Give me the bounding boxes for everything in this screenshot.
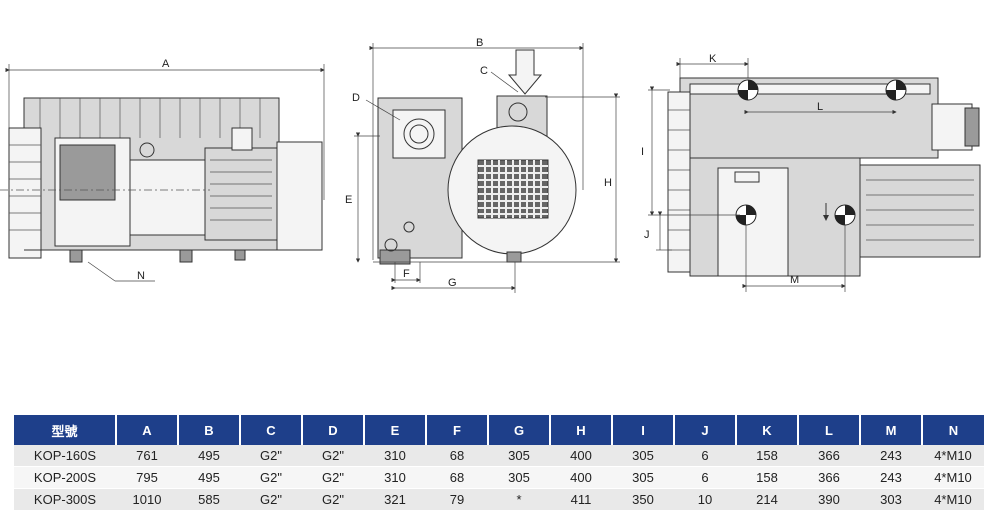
marker-circle bbox=[834, 204, 856, 226]
table-cell: G2" bbox=[240, 445, 302, 467]
table-cell: 495 bbox=[178, 445, 240, 467]
table-cell: 4*M10 bbox=[922, 488, 984, 511]
table-cell: 79 bbox=[426, 488, 488, 511]
dim-label-k: K bbox=[709, 53, 717, 65]
table-cell: 6 bbox=[674, 445, 736, 467]
table-cell: G2" bbox=[302, 466, 364, 489]
table-cell: 6 bbox=[674, 466, 736, 489]
table-cell: 400 bbox=[550, 445, 612, 467]
table-cell: 10 bbox=[674, 488, 736, 511]
table-cell: G2" bbox=[302, 445, 364, 467]
table-cell: G2" bbox=[240, 488, 302, 511]
table-cell: 68 bbox=[426, 445, 488, 467]
table-cell: 366 bbox=[798, 445, 860, 467]
table-cell: G2" bbox=[302, 488, 364, 511]
table-cell: 243 bbox=[860, 445, 922, 467]
fan-grille bbox=[477, 159, 549, 219]
column-header: 型號 bbox=[14, 415, 116, 445]
column-header: N bbox=[921, 415, 984, 445]
column-header: M bbox=[859, 415, 922, 445]
dim-label-i: I bbox=[641, 146, 644, 158]
table-cell: 585 bbox=[178, 488, 240, 511]
table-cell: 68 bbox=[426, 466, 488, 489]
table-cell: 305 bbox=[612, 445, 674, 467]
column-header: C bbox=[239, 415, 302, 445]
table-cell: G2" bbox=[240, 466, 302, 489]
table-row: KOP-200S 795 495 G2" G2" 310 68 305 400 … bbox=[14, 466, 984, 489]
table-cell: 390 bbox=[798, 488, 860, 511]
dim-label-a: A bbox=[162, 58, 170, 70]
column-header: F bbox=[425, 415, 488, 445]
table-cell: 305 bbox=[612, 466, 674, 489]
column-header: B bbox=[177, 415, 240, 445]
column-header: E bbox=[363, 415, 426, 445]
table-cell: 158 bbox=[736, 445, 798, 467]
dim-label-m: M bbox=[790, 274, 799, 286]
dim-label-f: F bbox=[403, 268, 410, 280]
table-cell: * bbox=[488, 488, 550, 511]
table-cell: 305 bbox=[488, 466, 550, 489]
table-cell: 310 bbox=[364, 445, 426, 467]
table-cell: 795 bbox=[116, 466, 178, 489]
table-cell: 1010 bbox=[116, 488, 178, 511]
dim-label-c: C bbox=[480, 65, 488, 77]
column-header: A bbox=[115, 415, 178, 445]
table-row: KOP-160S 761 495 G2" G2" 310 68 305 400 … bbox=[14, 445, 984, 467]
model-cell: KOP-300S bbox=[14, 488, 116, 511]
dim-label-b: B bbox=[476, 37, 483, 49]
marker-circle bbox=[885, 79, 907, 101]
side-view-drawing: A bbox=[0, 58, 325, 282]
table-cell: 4*M10 bbox=[922, 466, 984, 489]
marker-circle bbox=[737, 79, 759, 101]
model-cell: KOP-160S bbox=[14, 445, 116, 467]
model-cell: KOP-200S bbox=[14, 466, 116, 489]
dim-label-j: J bbox=[644, 229, 650, 241]
table-cell: 310 bbox=[364, 466, 426, 489]
table-cell: 321 bbox=[364, 488, 426, 511]
table-cell: 243 bbox=[860, 466, 922, 489]
spec-table: 型號 A B C D E F G H I J K L M N KOP-160S … bbox=[14, 415, 984, 511]
table-row: KOP-300S 1010 585 G2" G2" 321 79 * 411 3… bbox=[14, 488, 984, 511]
table-cell: 214 bbox=[736, 488, 798, 511]
front-view-drawing: B C D bbox=[345, 37, 620, 293]
dim-label-l: L bbox=[817, 101, 823, 113]
table-cell: 4*M10 bbox=[922, 445, 984, 467]
table-header-row: 型號 A B C D E F G H I J K L M N bbox=[14, 415, 984, 445]
table-cell: 303 bbox=[860, 488, 922, 511]
top-view-drawing: K L bbox=[641, 53, 981, 292]
table-cell: 158 bbox=[736, 466, 798, 489]
column-header: D bbox=[301, 415, 364, 445]
table-cell: 350 bbox=[612, 488, 674, 511]
dim-label-d: D bbox=[352, 92, 360, 104]
table-cell: 366 bbox=[798, 466, 860, 489]
table-cell: 761 bbox=[116, 445, 178, 467]
column-header: H bbox=[549, 415, 612, 445]
dim-label-g: G bbox=[448, 277, 457, 289]
table-cell: 305 bbox=[488, 445, 550, 467]
column-header: K bbox=[735, 415, 798, 445]
column-header: I bbox=[611, 415, 674, 445]
column-header: L bbox=[797, 415, 860, 445]
technical-drawings: A bbox=[0, 37, 981, 293]
column-header: G bbox=[487, 415, 550, 445]
dim-label-h: H bbox=[604, 177, 612, 189]
dim-label-e: E bbox=[345, 194, 352, 206]
table-cell: 411 bbox=[550, 488, 612, 511]
table-cell: 400 bbox=[550, 466, 612, 489]
table-cell: 495 bbox=[178, 466, 240, 489]
dim-label-n: N bbox=[137, 270, 145, 282]
column-header: J bbox=[673, 415, 736, 445]
